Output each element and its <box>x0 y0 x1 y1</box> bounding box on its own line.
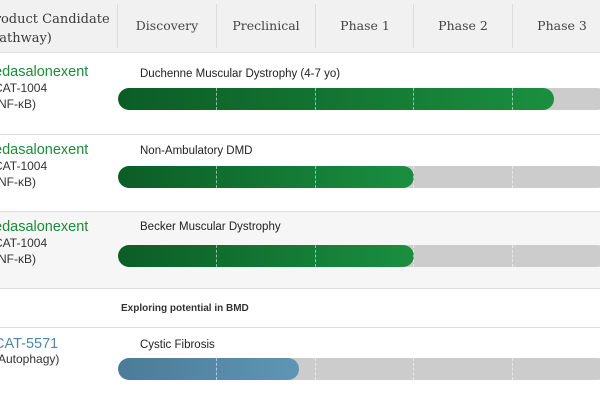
phase-boundary-dash <box>315 166 316 188</box>
exploration-note: Exploring potential in BMD <box>121 303 249 314</box>
indication-label: Cystic Fibrosis <box>140 339 215 351</box>
pipeline-row: edasalonexent CAT-1004 (NF-κB) Duchenne … <box>0 53 600 135</box>
progress-track <box>118 88 600 110</box>
progress-bar <box>118 245 415 267</box>
candidate-header-pathway: (Pathway) <box>0 31 52 46</box>
phase-boundary-dash <box>512 358 513 380</box>
phase-boundary-dash <box>216 166 217 188</box>
candidate-column-header: Product Candidate (Pathway) <box>0 10 126 48</box>
candidate-code: CAT-1004 <box>0 236 48 250</box>
phase-boundary-dash <box>413 245 414 267</box>
phase-3-header: Phase 3 <box>537 18 587 33</box>
progress-bar <box>118 358 300 380</box>
indication-label: Becker Muscular Dystrophy <box>140 221 281 233</box>
candidate-code: CAT-1004 <box>0 81 48 95</box>
phase-preclinical-header: Preclinical <box>232 18 300 33</box>
phase-boundary-dash <box>315 245 316 267</box>
phase-1-header: Phase 1 <box>340 18 390 33</box>
header-divider <box>117 4 118 48</box>
candidate-pathway: (NF-κB) <box>0 175 36 189</box>
candidate-header-title: Product Candidate <box>0 12 110 27</box>
indication-label: Duchenne Muscular Dystrophy (4-7 yo) <box>140 68 341 80</box>
pipeline-header: Product Candidate (Pathway) Discovery Pr… <box>0 0 600 53</box>
candidate-name[interactable]: CAT-5571 <box>0 336 59 352</box>
progress-track <box>118 245 600 267</box>
progress-bar <box>118 88 555 110</box>
phase-boundary-dash <box>512 166 513 188</box>
candidate-name[interactable]: edasalonexent <box>0 142 89 158</box>
progress-bar <box>118 166 415 188</box>
phase-boundary-dash <box>216 245 217 267</box>
candidate-pathway: (Autophagy) <box>0 352 60 366</box>
candidate-name[interactable]: edasalonexent <box>0 64 89 80</box>
phase-boundary-dash <box>315 88 316 110</box>
candidate-pathway: (NF-κB) <box>0 252 36 266</box>
phase-boundary-dash <box>216 358 217 380</box>
progress-track <box>118 166 600 188</box>
header-divider <box>512 4 513 48</box>
pipeline-row: edasalonexent CAT-1004 (NF-κB) Becker Mu… <box>0 212 600 289</box>
progress-track <box>118 358 600 380</box>
phase-boundary-dash <box>413 358 414 380</box>
indication-label: Non-Ambulatory DMD <box>140 145 253 157</box>
phase-boundary-dash <box>512 245 513 267</box>
phase-boundary-dash <box>216 88 217 110</box>
pipeline-row: CAT-5571 (Autophagy) Cystic Fibrosis <box>0 328 600 400</box>
header-divider <box>216 4 217 48</box>
phase-discovery-header: Discovery <box>135 18 199 33</box>
candidate-code: CAT-1004 <box>0 159 48 173</box>
header-divider <box>413 4 414 48</box>
candidate-name[interactable]: edasalonexent <box>0 219 89 235</box>
pipeline-row: edasalonexent CAT-1004 (NF-κB) Non-Ambul… <box>0 135 600 212</box>
phase-boundary-dash <box>413 88 414 110</box>
phase-boundary-dash <box>512 88 513 110</box>
note-row: Exploring potential in BMD <box>0 289 600 328</box>
phase-boundary-dash <box>315 358 316 380</box>
phase-boundary-dash <box>413 166 414 188</box>
header-divider <box>315 4 316 48</box>
phase-2-header: Phase 2 <box>438 18 488 33</box>
candidate-pathway: (NF-κB) <box>0 97 36 111</box>
